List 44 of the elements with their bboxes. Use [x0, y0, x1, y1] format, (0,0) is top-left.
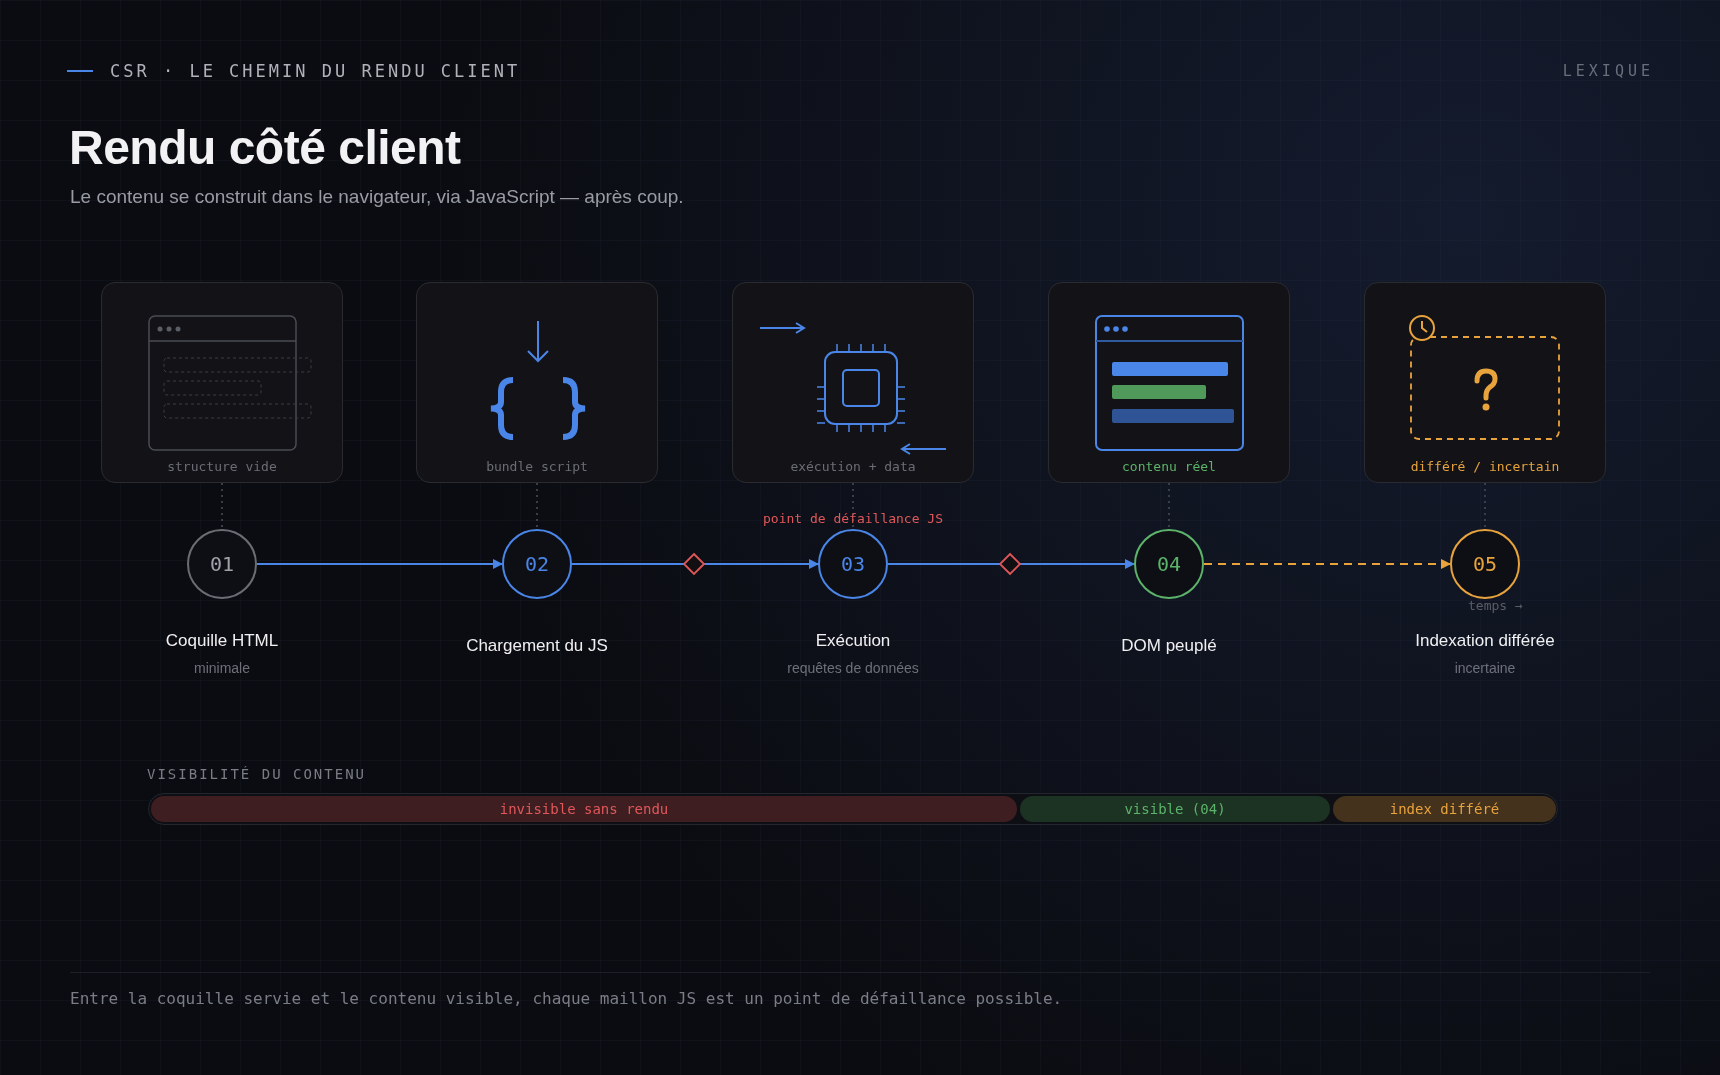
subtitle: Le contenu se construit dans le navigateur, via JavaScript — après coup.	[70, 186, 684, 208]
step-number-circle: 03	[818, 529, 888, 599]
step-number-circle: 02	[502, 529, 572, 599]
step-number-circle: 01	[187, 529, 257, 599]
visibility-bar-track	[148, 793, 1558, 825]
step-subtitle: incertaine	[1454, 660, 1516, 676]
step-card	[732, 282, 974, 483]
section-heading: VISIBILITÉ DU CONTENU	[147, 766, 366, 782]
step-number-circle: 05	[1450, 529, 1520, 599]
step-title: Chargement du JS	[466, 636, 608, 656]
connector-line	[1168, 482, 1170, 530]
card-caption: structure vide	[166, 458, 278, 474]
arrow	[1203, 559, 1451, 569]
card-caption: différé / incertain	[1409, 458, 1561, 474]
failure-label: point de défaillance JS	[763, 511, 943, 526]
time-axis-label: temps →	[1468, 598, 1523, 613]
visibility-segment: invisible sans rendu	[151, 796, 1017, 822]
arrow	[256, 559, 503, 569]
step-title: DOM peuplé	[1121, 636, 1217, 656]
connector-line	[852, 482, 854, 530]
eyebrow-heading: CSR · LE CHEMIN DU RENDU CLIENT	[110, 61, 521, 81]
card-caption: bundle script	[485, 458, 589, 474]
connector-line	[536, 482, 538, 530]
nav-link: LEXIQUE	[1562, 62, 1654, 80]
arrow	[703, 559, 819, 569]
step-title: Coquille HTML	[165, 631, 279, 651]
step-card	[1364, 282, 1606, 483]
arrow	[1019, 559, 1135, 569]
step-subtitle: requêtes de données	[787, 660, 919, 676]
card-caption: exécution + data	[789, 458, 917, 474]
connector-line	[221, 482, 223, 530]
step-card	[416, 282, 658, 483]
step-card	[1048, 282, 1290, 483]
visibility-segment: visible (04)	[1020, 796, 1330, 822]
page-title: Rendu côté client	[69, 120, 461, 175]
connector-line	[1484, 482, 1486, 530]
card-caption: contenu réel	[1121, 458, 1217, 474]
step-title: Exécution	[815, 631, 891, 651]
step-card	[101, 282, 343, 483]
step-title: Indexation différée	[1415, 631, 1555, 651]
step-subtitle: minimale	[194, 660, 250, 676]
step-number-circle: 04	[1134, 529, 1204, 599]
visibility-segment: index différé	[1333, 796, 1556, 822]
footer-note: Entre la coquille servie et le contenu visible, chaque maillon JS est un point de défaillance possible.	[70, 989, 1063, 1008]
